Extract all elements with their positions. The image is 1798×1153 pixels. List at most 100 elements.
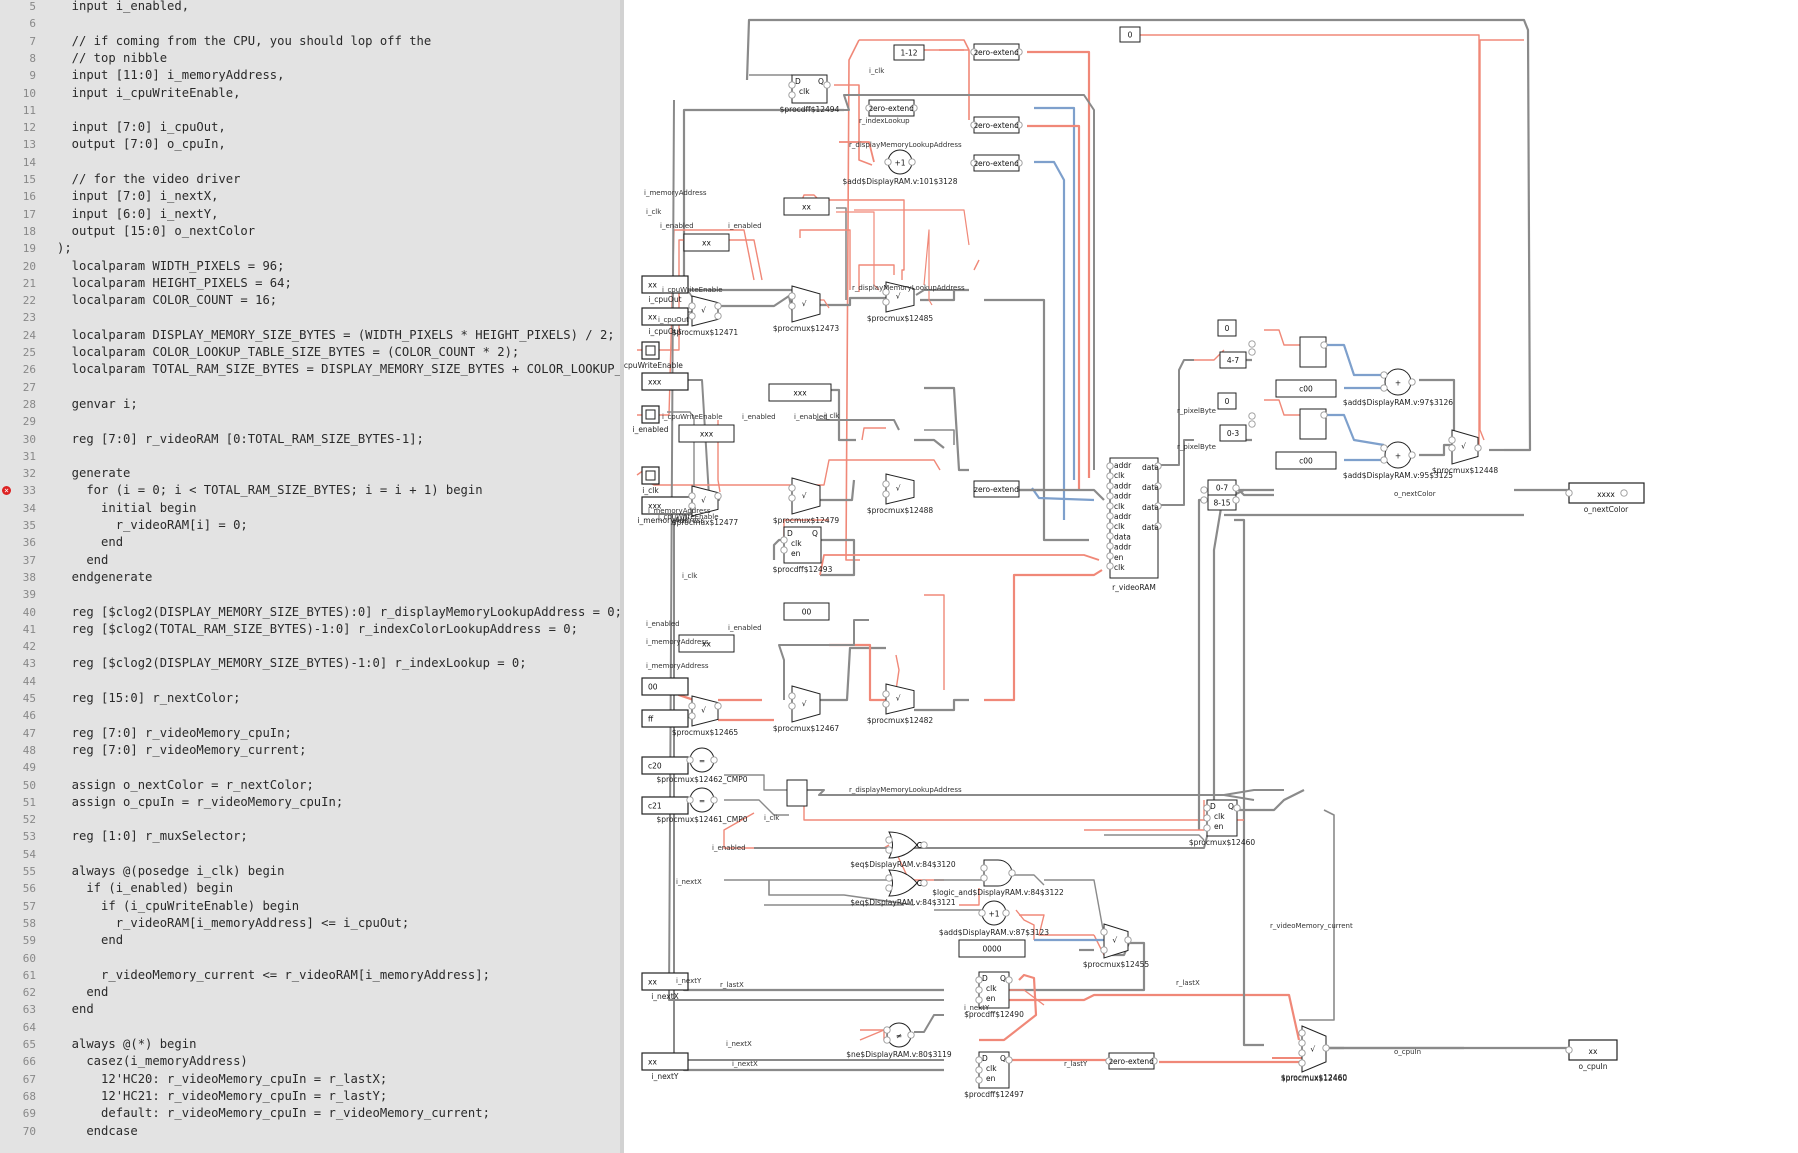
code-line[interactable]: 50 assign o_nextColor = r_nextColor; [0,777,620,794]
dff-cell[interactable] [978,1051,1010,1089]
code-line[interactable]: 65 always @(*) begin [0,1036,620,1053]
code-line[interactable]: 23 [0,309,620,326]
input-port[interactable] [641,677,689,696]
code-line[interactable]: 29 [0,413,620,430]
code-line[interactable]: 11 [0,102,620,119]
video-ram-block[interactable] [1109,457,1159,579]
code-line[interactable]: 44 [0,673,620,690]
mux-cell[interactable] [1301,1025,1327,1073]
code-line[interactable]: 53 reg [1:0] r_muxSelector; [0,828,620,845]
code-line[interactable]: 61 r_videoMemory_current <= r_videoRAM[i… [0,967,620,984]
code-line[interactable]: 14 [0,154,620,171]
input-port[interactable] [641,372,689,391]
code-line[interactable]: 47 reg [7:0] r_videoMemory_cpuIn; [0,725,620,742]
code-line[interactable]: 26 localparam TOTAL_RAM_SIZE_BYTES = DIS… [0,361,620,378]
mux-cell[interactable] [791,477,821,515]
const-box[interactable] [1275,379,1337,398]
pane-splitter[interactable] [620,0,624,1153]
mux-cell[interactable] [1451,429,1479,465]
code-line[interactable]: 56 if (i_enabled) begin [0,880,620,897]
code-line[interactable]: 5 input i_enabled, [0,0,620,15]
const-box[interactable] [678,634,735,653]
code-line[interactable]: 37 end [0,552,620,569]
code-line[interactable]: 15 // for the video driver [0,171,620,188]
code-line[interactable]: 27 [0,379,620,396]
code-line[interactable]: 51 assign o_cpuIn = r_videoMemory_cpuIn; [0,794,620,811]
zero-extend-box[interactable] [973,480,1020,498]
const-box[interactable] [1217,392,1237,410]
code-line[interactable]: 22 localparam COLOR_COUNT = 16; [0,292,620,309]
const-box[interactable] [893,44,925,61]
code-line[interactable]: 7 // if coming from the CPU, you should … [0,33,620,50]
code-line[interactable]: 30 reg [7:0] r_videoRAM [0:TOTAL_RAM_SIZ… [0,431,620,448]
input-port[interactable] [641,972,689,991]
input-port[interactable] [641,796,689,815]
code-line[interactable]: 55 always @(posedge i_clk) begin [0,863,620,880]
dff-cell[interactable] [978,971,1010,1009]
code-line[interactable]: 57 if (i_cpuWriteEnable) begin [0,898,620,915]
code-line[interactable]: 40 reg [$clog2(DISPLAY_MEMORY_SIZE_BYTES… [0,604,620,621]
const-box[interactable] [1219,424,1247,442]
code-line[interactable]: 35 r_videoRAM[i] = 0; [0,517,620,534]
code-line[interactable]: 31 [0,448,620,465]
input-port[interactable] [641,756,689,775]
code-line[interactable]: 34 initial begin [0,500,620,517]
code-line[interactable]: 13 output [7:0] o_cpuIn, [0,136,620,153]
code-line[interactable]: 66 casez(i_memoryAddress) [0,1053,620,1070]
const-box[interactable] [678,424,735,443]
code-line[interactable]: 70 endcase [0,1123,620,1140]
code-line[interactable]: 48 reg [7:0] r_videoMemory_current; [0,742,620,759]
code-line[interactable]: 41 reg [$clog2(TOTAL_RAM_SIZE_BYTES)-1:0… [0,621,620,638]
code-line[interactable]: 54 [0,846,620,863]
code-line[interactable]: 20 localparam WIDTH_PIXELS = 96; [0,258,620,275]
const-box[interactable] [783,602,830,621]
code-line[interactable]: 18 output [15:0] o_nextColor [0,223,620,240]
code-line[interactable]: 9 input [11:0] i_memoryAddress, [0,67,620,84]
code-line[interactable]: 63 end [0,1001,620,1018]
const-box[interactable] [1217,319,1237,337]
code-line[interactable]: 45 reg [15:0] r_nextColor; [0,690,620,707]
code-line[interactable]: 24 localparam DISPLAY_MEMORY_SIZE_BYTES … [0,327,620,344]
code-line[interactable]: 28 genvar i; [0,396,620,413]
code-line[interactable]: 19); [0,240,620,257]
code-line[interactable]: 12 input [7:0] i_cpuOut, [0,119,620,136]
schematic-canvas[interactable]: xxi_cpuOutxxi_cpuOuti_cpuWriteEnablexxxi… [624,0,1798,1153]
const-box[interactable] [783,197,830,216]
code-line[interactable]: 58 r_videoRAM[i_memoryAddress] <= i_cpuO… [0,915,620,932]
breakpoint-error-icon[interactable]: × [2,486,11,496]
code-line[interactable]: 68 12'HC21: r_videoMemory_cpuIn = r_last… [0,1088,620,1105]
code-line[interactable]: 62 end [0,984,620,1001]
code-line[interactable]: 25 localparam COLOR_LOOKUP_TABLE_SIZE_BY… [0,344,620,361]
input-port[interactable] [641,275,689,294]
xnor-gate[interactable] [888,831,918,859]
code-line[interactable]: 64 [0,1019,620,1036]
input-port[interactable] [641,307,689,326]
code-line[interactable]: 69 default: r_videoMemory_cpuIn = r_vide… [0,1105,620,1122]
const-box[interactable] [1219,351,1247,369]
code-line[interactable]: 8 // top nibble [0,50,620,67]
code-line[interactable]: 36 end [0,534,620,551]
code-line[interactable]: 32 generate [0,465,620,482]
const-box[interactable] [958,939,1026,958]
code-line[interactable]: ×33 for (i = 0; i < TOTAL_RAM_SIZE_BYTES… [0,482,620,499]
input-port[interactable] [641,709,689,728]
dff-cell[interactable] [783,526,822,564]
const-box[interactable] [1119,26,1141,43]
dff-cell[interactable] [791,74,828,104]
code-line[interactable]: 46 [0,707,620,724]
code-line[interactable]: 42 [0,638,620,655]
code-line[interactable]: 16 input [7:0] i_nextX, [0,188,620,205]
pmux-cell[interactable] [786,779,808,807]
and-gate[interactable] [983,859,1013,887]
mux-cell[interactable] [791,285,821,323]
const-box[interactable] [683,233,730,252]
code-line[interactable]: 17 input [6:0] i_nextY, [0,206,620,223]
const-box[interactable] [1275,451,1337,470]
code-line[interactable]: 39 [0,586,620,603]
code-line[interactable]: 6 [0,15,620,32]
code-line[interactable]: 52 [0,811,620,828]
code-line[interactable]: 49 [0,759,620,776]
input-port[interactable] [641,1052,689,1071]
